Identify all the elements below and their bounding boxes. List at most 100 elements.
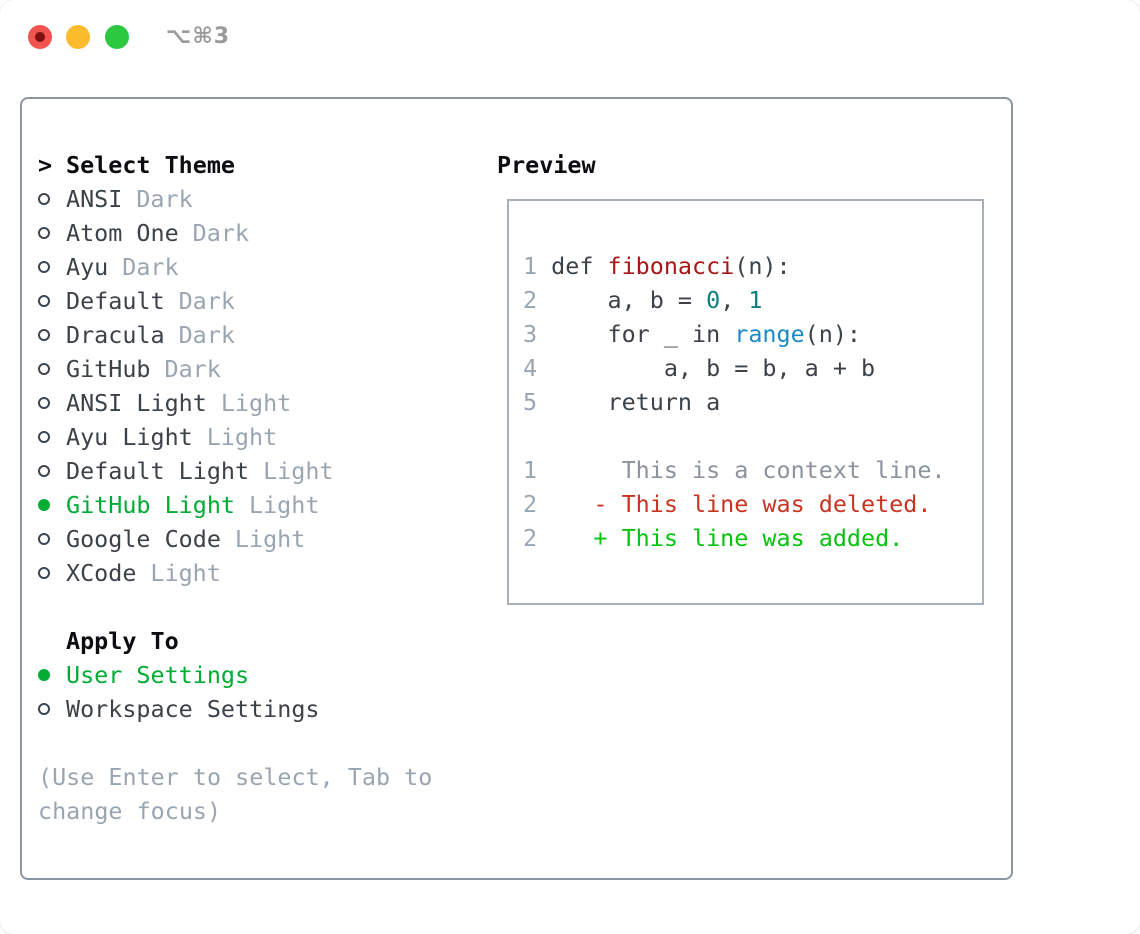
code-line: 2 a, b = 0, 1 — [523, 283, 982, 317]
code-token-deleted: - This line was deleted. — [537, 490, 932, 518]
variant-tag: Light — [249, 491, 320, 519]
code-token-number: 1 — [748, 286, 763, 314]
theme-option-github[interactable]: GitHub Dark — [38, 352, 432, 386]
apply-option-user-settings[interactable]: User Settings — [38, 658, 432, 692]
hint-text-line2: change focus) — [38, 797, 222, 825]
code-token-added: + This line was added. — [537, 524, 904, 552]
code-token-linenum: 2 — [523, 524, 538, 552]
variant-tag: Dark — [122, 253, 179, 281]
code-line: 2 + This line was added. — [523, 521, 982, 555]
code-token-default: , — [720, 286, 749, 314]
variant-tag: Light — [206, 423, 278, 451]
radio-unselected-icon — [38, 431, 50, 443]
option-label: ANSI Light — [66, 389, 207, 417]
code-token-linenum: 5 — [523, 388, 538, 416]
code-token-default: return a — [537, 388, 721, 416]
radio-mark — [38, 431, 66, 443]
option-label: Google Code — [66, 525, 221, 553]
code-token-default: (n): — [734, 252, 791, 280]
code-line: 1 def fibonacci(n): — [523, 249, 982, 283]
radio-unselected-icon — [38, 533, 50, 545]
radio-mark — [38, 465, 66, 477]
radio-mark — [38, 193, 66, 205]
radio-mark — [38, 567, 66, 579]
apply-option-workspace-settings[interactable]: Workspace Settings — [38, 692, 432, 726]
radio-unselected-icon — [38, 397, 50, 409]
code-token-default: (n): — [804, 320, 862, 348]
code-line: 5 return a — [523, 385, 982, 419]
theme-option-atom-one[interactable]: Atom One Dark — [38, 216, 432, 250]
code-token-function: fibonacci — [607, 252, 735, 280]
theme-option-github-light[interactable]: GitHub Light Light — [38, 488, 432, 522]
radio-unselected-icon — [38, 227, 50, 239]
code-token-context: This is a context line. — [537, 456, 946, 484]
code-token-linenum: 1 — [523, 456, 538, 484]
radio-mark — [38, 261, 66, 273]
code-token-linenum: 2 — [523, 286, 538, 314]
radio-unselected-icon — [38, 261, 50, 273]
option-label: Default — [66, 287, 165, 315]
selection-caret-icon: > — [38, 151, 53, 179]
radio-mark — [38, 295, 66, 307]
theme-option-default-light[interactable]: Default Light Light — [38, 454, 432, 488]
select-theme-header: > Select Theme — [38, 148, 432, 182]
code-token-default: a, b = — [537, 286, 707, 314]
theme-option-default[interactable]: Default Dark — [38, 284, 432, 318]
radio-unselected-icon — [38, 295, 50, 307]
variant-tag: Light — [220, 389, 292, 417]
code-token-default: def — [537, 252, 608, 280]
select-theme-title: Select Theme — [66, 151, 235, 179]
theme-option-google-code[interactable]: Google Code Light — [38, 522, 432, 556]
code-token-linenum: 1 — [523, 252, 538, 280]
radio-mark — [38, 703, 66, 715]
section-gap — [38, 726, 432, 760]
code-line: 4 a, b = b, a + b — [523, 351, 982, 385]
maximize-button[interactable] — [105, 25, 129, 49]
radio-unselected-icon — [38, 363, 50, 375]
radio-unselected-icon — [38, 703, 50, 715]
variant-tag: Light — [150, 559, 221, 587]
code-token-number: 0 — [706, 286, 721, 314]
theme-option-dracula[interactable]: Dracula Dark — [38, 318, 432, 352]
code-line: 3 for _ in range(n): — [523, 317, 982, 351]
option-label: GitHub Light — [66, 491, 235, 519]
close-button-dot-icon — [35, 32, 45, 42]
code-token-builtin: range — [734, 320, 805, 348]
variant-tag: Light — [263, 457, 334, 485]
variant-tag: Dark — [164, 355, 221, 383]
radio-selected-icon — [38, 499, 50, 511]
radio-mark — [38, 329, 66, 341]
close-button[interactable] — [28, 25, 52, 49]
code-token-linenum: 4 — [523, 354, 538, 382]
apply-to-title: Apply To — [66, 627, 179, 655]
variant-tag: Dark — [178, 287, 235, 315]
variant-tag: Light — [234, 525, 306, 553]
variant-tag: Dark — [178, 321, 235, 349]
radio-selected-icon — [38, 669, 50, 681]
code-token-linenum: 3 — [523, 320, 538, 348]
radio-mark — [38, 397, 66, 409]
option-label: Workspace Settings — [66, 695, 320, 723]
option-label: Default Light — [66, 457, 250, 485]
option-label: ANSI — [66, 185, 123, 213]
minimize-button[interactable] — [66, 25, 90, 49]
radio-unselected-icon — [38, 329, 50, 341]
code-token-default: a, b = b, a + b — [537, 354, 876, 382]
option-label: GitHub — [66, 355, 151, 383]
option-label: Dracula — [66, 321, 165, 349]
radio-unselected-icon — [38, 193, 50, 205]
variant-tag: Dark — [192, 219, 250, 247]
option-label: Atom One — [66, 219, 179, 247]
code-line: 1 This is a context line. — [523, 453, 982, 487]
theme-option-ansi-light[interactable]: ANSI Light Light — [38, 386, 432, 420]
